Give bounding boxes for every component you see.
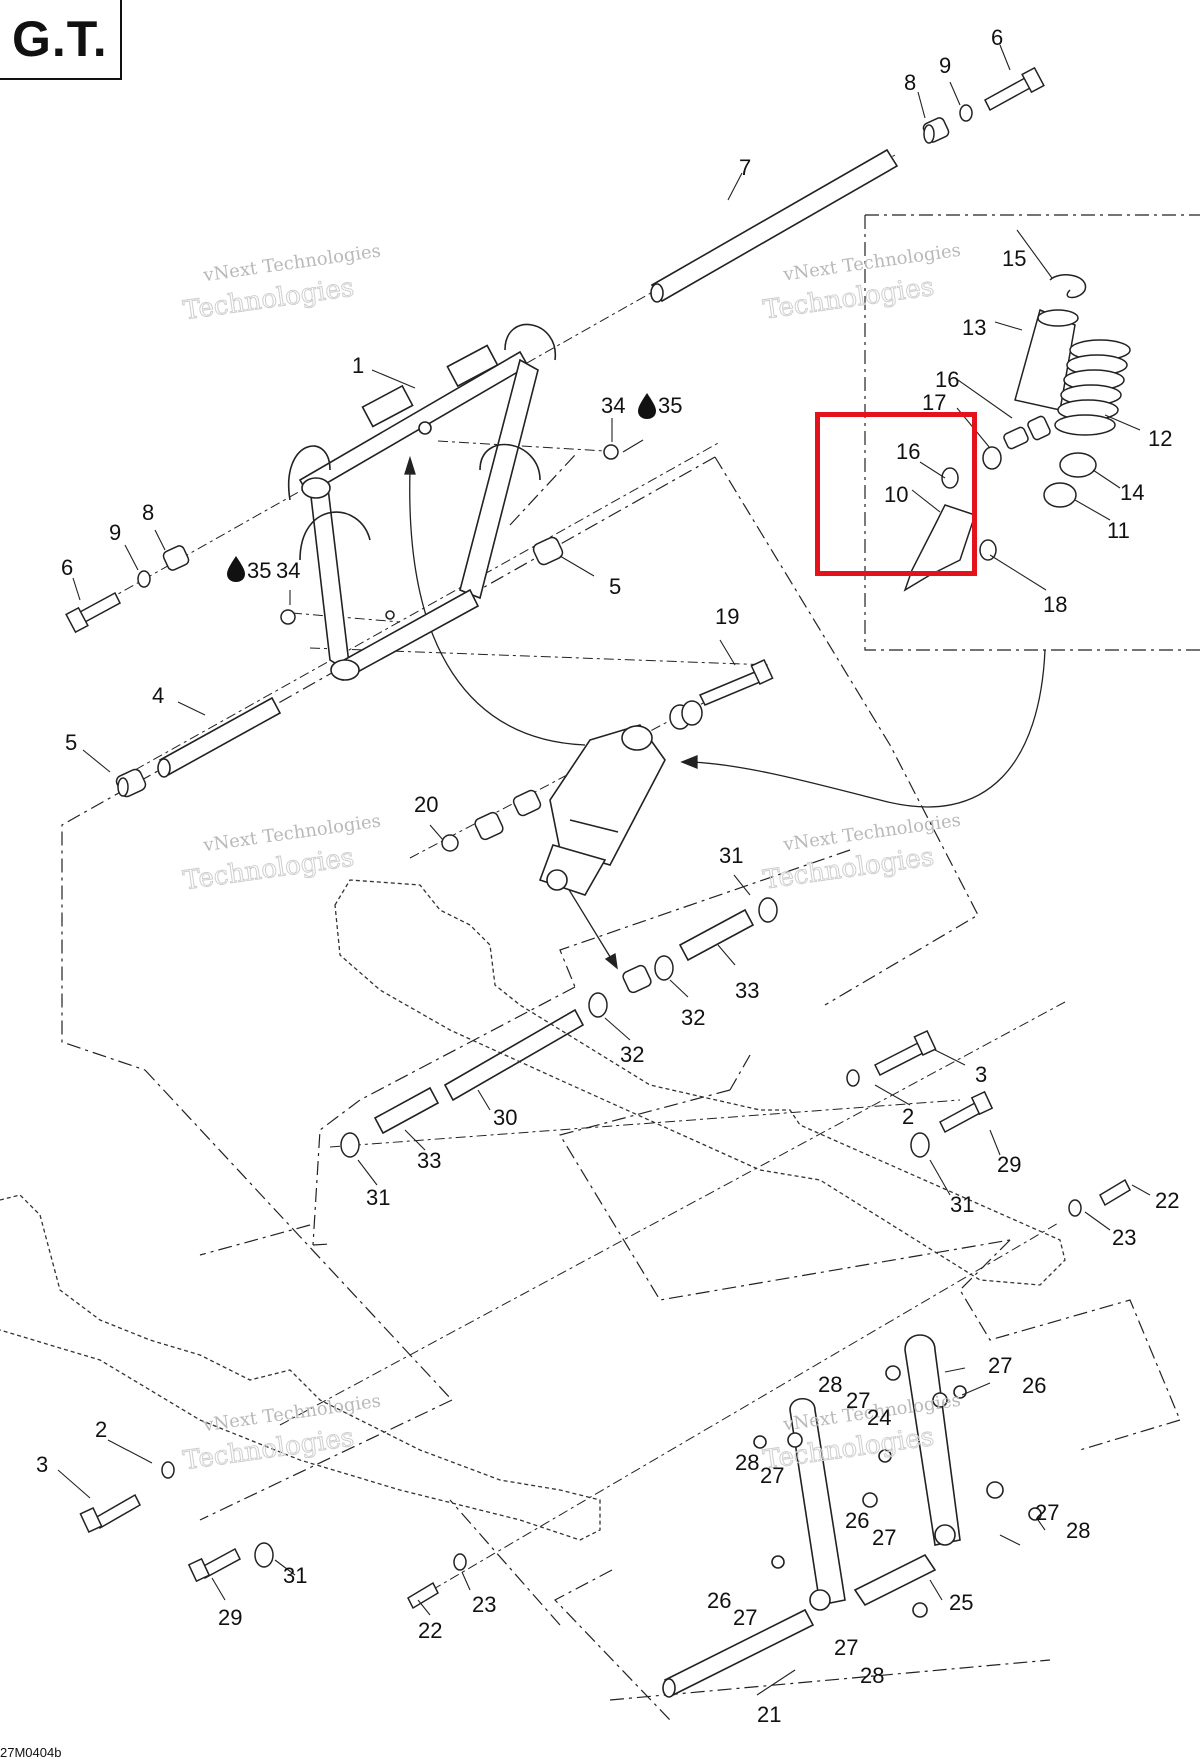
callout-5: 5 — [65, 730, 77, 755]
callout-23: 23 — [472, 1592, 496, 1617]
callout-28: 28 — [818, 1372, 842, 1397]
small-hardware — [65, 66, 1131, 1610]
callout-13: 13 — [962, 315, 986, 340]
callout-29: 29 — [997, 1152, 1021, 1177]
callout-4: 4 — [152, 683, 164, 708]
watermark-text: vNext Technologies — [781, 810, 962, 856]
callout-18: 18 — [1043, 592, 1067, 617]
callout-34: 34 — [601, 393, 625, 418]
callout-3: 3 — [975, 1062, 987, 1087]
callout-14: 14 — [1120, 480, 1144, 505]
callout-31: 31 — [366, 1185, 390, 1210]
callout-27: 27 — [760, 1463, 784, 1488]
callout-2: 2 — [95, 1417, 107, 1442]
callout-28: 28 — [1066, 1518, 1090, 1543]
callout-21: 21 — [757, 1702, 781, 1727]
callout-27: 27 — [872, 1525, 896, 1550]
callout-8: 8 — [904, 70, 916, 95]
watermark-text: vNext Technologies — [201, 1391, 382, 1437]
callout-20: 20 — [414, 792, 438, 817]
callout-31: 31 — [283, 1563, 307, 1588]
callout-26: 26 — [707, 1588, 731, 1613]
lubricant-drop-icon — [227, 556, 245, 582]
callout-17: 17 — [922, 390, 946, 415]
callout-16: 16 — [935, 367, 959, 392]
callout-28: 28 — [860, 1663, 884, 1688]
callout-11: 11 — [1107, 518, 1130, 543]
lubricant-drop-icon-group — [227, 393, 656, 582]
callout-19: 19 — [715, 604, 739, 629]
callout-22: 22 — [418, 1618, 442, 1643]
callout-23: 23 — [1112, 1225, 1136, 1250]
callout-31: 31 — [719, 843, 743, 868]
shock-absorber-main — [538, 724, 666, 896]
callout-9: 9 — [109, 520, 121, 545]
callout-12: 12 — [1148, 426, 1172, 451]
callout-31: 31 — [950, 1192, 974, 1217]
callout-28: 28 — [735, 1450, 759, 1475]
lower-shaft-part-4 — [157, 696, 282, 778]
callout-30: 30 — [493, 1105, 517, 1130]
callout-32: 32 — [620, 1042, 644, 1067]
callout-15: 15 — [1002, 246, 1026, 271]
diagram-title-box: G.T. — [0, 0, 122, 80]
callout-25: 25 — [949, 1590, 973, 1615]
callout-22: 22 — [1155, 1188, 1179, 1213]
watermark-text: vNext Technologies — [201, 811, 382, 857]
callout-6: 6 — [991, 25, 1003, 50]
callout-6: 6 — [61, 555, 73, 580]
callout-26: 26 — [845, 1508, 869, 1533]
callout-33: 33 — [735, 978, 759, 1003]
callout-33: 33 — [417, 1148, 441, 1173]
callout-35: 35 — [247, 558, 271, 583]
callout-3: 3 — [36, 1452, 48, 1477]
callout-29: 29 — [218, 1605, 242, 1630]
callout-32: 32 — [681, 1005, 705, 1030]
callout-9: 9 — [939, 53, 951, 78]
callout-5: 5 — [609, 574, 621, 599]
callout-27: 27 — [834, 1635, 858, 1660]
diagram-title: G.T. — [12, 11, 108, 67]
dashdot-guides — [61, 214, 1200, 1721]
callout-24: 24 — [867, 1405, 891, 1430]
callout-27: 27 — [1035, 1500, 1059, 1525]
inset-shock-parts — [903, 274, 1131, 592]
watermark-text: vNext Technologies — [781, 240, 962, 286]
callout-1: 1 — [352, 353, 364, 378]
callout-27: 27 — [988, 1353, 1012, 1378]
callout-34: 34 — [276, 558, 300, 583]
callout-2: 2 — [902, 1104, 914, 1129]
rear-arm-assembly — [662, 1334, 1042, 1698]
coil-spring — [1054, 339, 1131, 436]
callout-35: 35 — [658, 393, 682, 418]
upper-shaft-part-7 — [650, 148, 899, 303]
flow-arrows — [404, 455, 1046, 970]
callout-8: 8 — [142, 500, 154, 525]
callout-26: 26 — [1022, 1373, 1046, 1398]
slide-rails — [0, 879, 1066, 1541]
callout-labels: 1 2 2 3 3 4 5 5 6 6 7 8 8 9 9 10 11 12 1… — [36, 25, 1179, 1727]
callout-27: 27 — [846, 1388, 870, 1413]
lubricant-drop-icon — [638, 393, 656, 419]
callout-10: 10 — [884, 482, 908, 507]
callout-27: 27 — [733, 1605, 757, 1630]
a-arm-assembly — [287, 323, 556, 682]
highlight-box — [815, 412, 977, 576]
cross-shafts — [373, 908, 755, 1135]
watermark-text: vNext Technologies — [201, 241, 382, 287]
callout-7: 7 — [739, 155, 751, 180]
callout-16: 16 — [896, 439, 920, 464]
leader-lines — [57, 44, 1151, 1696]
drawing-reference-number: 27M0404b — [0, 1745, 62, 1760]
